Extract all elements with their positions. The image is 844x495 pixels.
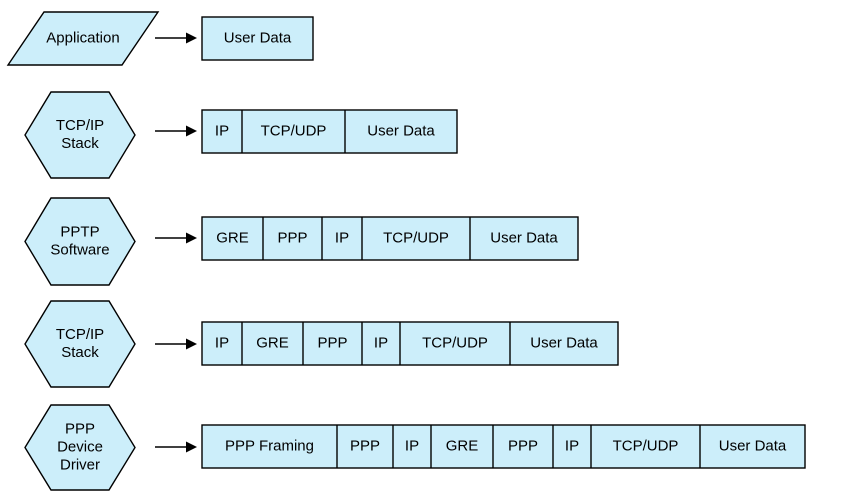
stage-shape-ppp-device-driver <box>24 404 136 491</box>
stage-label-ppp-device-driver: Device <box>57 438 103 455</box>
stage-label-ppp-device-driver: PPP <box>65 420 95 437</box>
packet-cell-label: PPP Framing <box>225 437 314 454</box>
packet-outline-pptp-software <box>201 216 579 261</box>
packet-cell-label: TCP/UDP <box>422 334 488 351</box>
arrow-head <box>186 32 197 44</box>
packet-cell-label: PPP <box>508 437 538 454</box>
packet-cell-label: IP <box>215 334 229 351</box>
stage-shape-application <box>6 11 160 66</box>
stage-label-pptp-software: Software <box>50 241 109 258</box>
packet-cell-label: IP <box>335 229 349 246</box>
packet-cell-label: PPP <box>277 229 307 246</box>
packet-cell-label: User Data <box>367 122 435 139</box>
packet-cell-label: IP <box>565 437 579 454</box>
right-arrow-icon <box>155 125 197 137</box>
packet-strip-ppp-device-driver: PPP Framing PPP IP GRE PPP IP TCP/UDP User Data <box>201 424 806 469</box>
packet-outline-tcp-ip-stack-upper <box>201 109 458 154</box>
packet-cell-label: IP <box>215 122 229 139</box>
stage-label-tcp-ip-stack-lower: TCP/IP <box>56 326 104 343</box>
packet-cell-label: PPP <box>350 437 380 454</box>
stage-label-tcp-ip-stack-upper: TCP/IP <box>56 117 104 134</box>
right-arrow-icon <box>155 441 197 453</box>
packet-outline-tcp-ip-stack-lower <box>201 321 619 366</box>
right-arrow-icon <box>155 232 197 244</box>
packet-cell-label: GRE <box>216 229 249 246</box>
packet-cell-label: User Data <box>224 29 292 46</box>
stage-shape-tcp-ip-stack-lower <box>24 300 136 388</box>
right-arrow-icon <box>155 338 197 350</box>
arrow-head <box>186 441 197 453</box>
packet-cell-label: IP <box>374 334 388 351</box>
packet-cell-label: IP <box>405 437 419 454</box>
stage-label-application: Application <box>46 29 119 46</box>
stage-shape-pptp-software <box>24 197 136 286</box>
packet-cell-label: TCP/UDP <box>613 437 679 454</box>
arrow-head <box>186 232 197 244</box>
packet-cell-label: GRE <box>256 334 289 351</box>
stage-label-tcp-ip-stack-lower: Stack <box>61 344 99 361</box>
stage-label-tcp-ip-stack-upper: Stack <box>61 135 99 152</box>
diagram-row-application: Application User Data <box>6 11 314 66</box>
packet-cell-label: User Data <box>719 437 787 454</box>
packet-cell-label: TCP/UDP <box>261 122 327 139</box>
arrow-head <box>186 125 197 137</box>
right-arrow-icon <box>155 32 197 44</box>
packet-strip-pptp-software: GRE PPP IP TCP/UDP User Data <box>201 216 579 261</box>
packet-cell-label: User Data <box>490 229 558 246</box>
packet-cell-label: User Data <box>530 334 598 351</box>
packet-strip-application: User Data <box>201 16 314 61</box>
packet-cell-label: TCP/UDP <box>383 229 449 246</box>
packet-cell-label: GRE <box>446 437 479 454</box>
packet-cell-label: PPP <box>317 334 347 351</box>
packet-outline-ppp-device-driver <box>201 424 806 469</box>
packet-strip-tcp-ip-stack-upper: IP TCP/UDP User Data <box>201 109 458 154</box>
stage-shape-tcp-ip-stack-upper <box>24 91 136 179</box>
packet-outline-application <box>201 16 314 61</box>
stage-label-pptp-software: PPTP <box>60 223 99 240</box>
arrow-head <box>186 338 197 350</box>
stage-label-ppp-device-driver: Driver <box>60 456 100 473</box>
packet-strip-tcp-ip-stack-lower: IP GRE PPP IP TCP/UDP User Data <box>201 321 619 366</box>
